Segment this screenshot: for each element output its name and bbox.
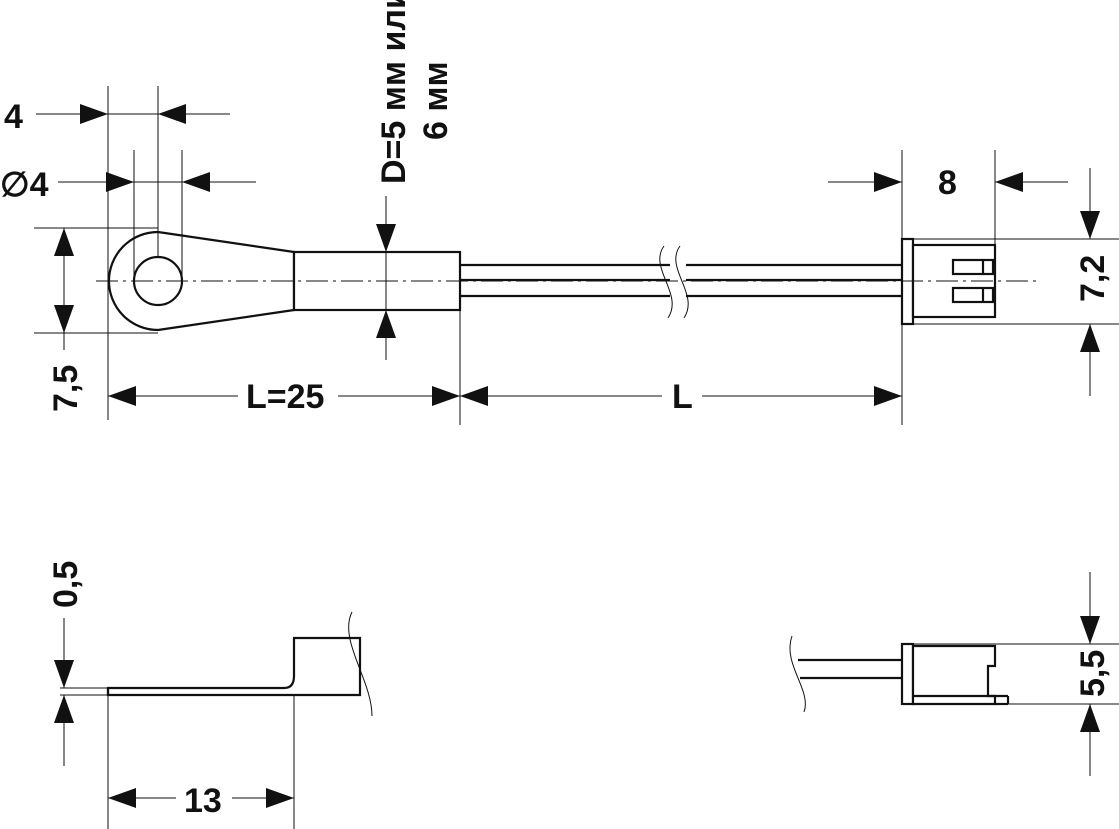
cable-break-marks — [659, 245, 689, 319]
connector-slot-lower — [951, 286, 995, 304]
dim-lengths: L=25 L — [108, 310, 903, 425]
dim-connector-height-label: 7,2 — [1074, 255, 1112, 302]
dim-sheet-thickness: 0,5 — [47, 561, 85, 766]
lug-side-break-mark — [348, 611, 373, 717]
dim-cable-length-label: L — [672, 378, 693, 416]
dim-hole-diameter-label: ∅4 — [0, 166, 49, 204]
dim-connector-length: 8 — [828, 150, 1068, 245]
dim-bend-length: 13 — [107, 695, 295, 829]
lug-side-profile — [106, 636, 362, 697]
side-view-connector — [789, 635, 1010, 713]
side-view-lug — [60, 611, 373, 717]
dim-connector-side-height: 5,5 — [913, 572, 1119, 776]
dim-sleeve-length-label: L=25 — [246, 378, 324, 416]
dim-hole-offset: 4 — [4, 86, 230, 420]
dim-sheet-thickness-label: 0,5 — [47, 561, 85, 608]
dim-connector-length-label: 8 — [938, 164, 957, 202]
dim-hole-diameter: ∅4 — [0, 150, 256, 281]
connector-slot-upper — [951, 258, 995, 276]
top-view — [96, 230, 1040, 332]
sleeve-diameter-note-line2: 6 мм — [417, 61, 455, 140]
dim-lug-height: 7,5 — [34, 227, 158, 412]
dim-sleeve-diameter: D=5 мм или 6 мм — [375, 0, 455, 360]
sleeve-diameter-note-line1: D=5 мм или — [375, 0, 413, 184]
dim-connector-side-height-label: 5,5 — [1074, 650, 1112, 697]
dim-connector-height: 7,2 — [913, 168, 1119, 396]
dim-lug-height-label: 7,5 — [47, 365, 85, 412]
connector-side-break-mark — [789, 635, 806, 713]
dim-bend-length-label: 13 — [184, 782, 222, 820]
connector-side-flange — [900, 642, 915, 706]
cable-wires — [460, 263, 902, 298]
dim-hole-offset-label: 4 — [4, 98, 23, 136]
